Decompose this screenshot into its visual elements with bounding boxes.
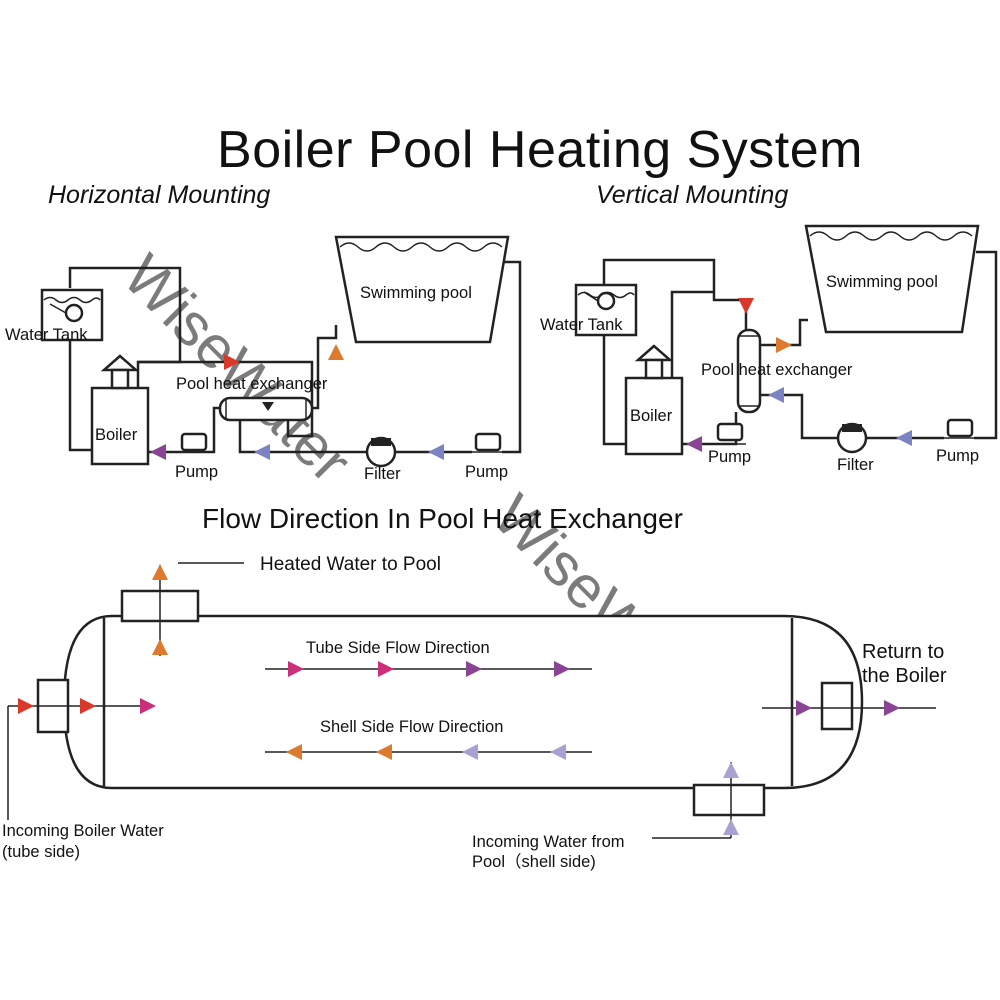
flow-direction-diagram: Heated Water to Pool Incoming Boiler Wat… [2, 554, 947, 871]
h-heat-exchanger [218, 396, 314, 422]
tube-side-arrow-1 [288, 661, 304, 677]
vertical-mounting-heading: Vertical Mounting [596, 181, 788, 209]
h-boiler-label: Boiler [95, 426, 138, 444]
tube-side-arrow-3 [466, 661, 482, 677]
v-arrow-boiler-return [686, 436, 702, 452]
h-water-tank-waves [43, 296, 101, 304]
h-heat-exchanger-label: Pool heat exchanger [176, 375, 328, 393]
h-swimming-pool [334, 235, 510, 344]
v-boiler-chimney-icon [634, 344, 674, 362]
pool-inlet-arrow-upper [723, 762, 739, 778]
flow-direction-heading: Flow Direction In Pool Heat Exchanger [202, 503, 683, 534]
return-to-boiler-label-line1: Return to [862, 641, 944, 663]
heated-water-arrow-lower [152, 639, 168, 655]
v-arrow-exchanger-to-pool [776, 337, 792, 353]
v-arrow-boiler-supply [738, 298, 754, 314]
return-to-boiler-nozzle [820, 681, 854, 731]
v-float-valve-icon [596, 291, 616, 311]
pool-water-inlet-nozzle [692, 783, 766, 817]
heat-exchanger-vessel [62, 614, 864, 790]
boiler-inlet-arrow-1 [18, 698, 34, 714]
boiler-inlet-arrow-3 [140, 698, 156, 714]
h-pipe-tank-down [68, 320, 92, 452]
h-pipe-heat-exchanger-to-pool [312, 325, 338, 410]
v-pump-left-label: Pump [708, 448, 751, 466]
h-water-tank-label: Water Tank [5, 326, 88, 344]
v-water-tank-label: Water Tank [540, 316, 623, 334]
v-float-valve-arm [583, 291, 599, 302]
h-pipe-exchanger-outlet [286, 408, 314, 438]
v-swimming-pool-label: Swimming pool [826, 273, 938, 291]
v-pipe-pool-return [974, 250, 998, 440]
v-filter-label: Filter [837, 456, 874, 474]
tube-side-arrow-4 [554, 661, 570, 677]
heated-water-arrow-upper [152, 564, 168, 580]
v-pump-right [946, 418, 974, 438]
v-heat-exchanger-label: Pool heat exchanger [701, 361, 853, 379]
pool-inlet-arrow-lower [723, 819, 739, 835]
v-filter-cap [842, 424, 862, 432]
v-swimming-pool [804, 224, 980, 334]
v-pipe-filter-to-exchanger [760, 393, 838, 440]
vertical-mounting-diagram: Water Tank Boiler Pump Pool heat exchang… [540, 224, 998, 474]
v-pool-water-waves [809, 231, 973, 241]
h-boiler-chimney-icon [100, 354, 140, 372]
v-arrow-pump-to-filter [896, 430, 912, 446]
incoming-pool-water-label-line2: Pool（shell side) [472, 852, 596, 871]
heated-water-label: Heated Water to Pool [260, 554, 441, 575]
h-pipe-pool-return [502, 260, 522, 454]
boiler-inlet-arrow-2 [80, 698, 96, 714]
tube-side-flow-label: Tube Side Flow Direction [306, 639, 490, 657]
shell-side-arrow-4 [550, 744, 566, 760]
shell-side-flow-label: Shell Side Flow Direction [320, 718, 503, 736]
h-float-valve-icon [64, 303, 84, 323]
h-boiler-chimney-stack [110, 368, 130, 390]
v-pump-right-label: Pump [936, 447, 979, 465]
h-arrow-to-pool [328, 344, 344, 360]
incoming-boiler-water-label-line2: (tube side) [2, 843, 80, 861]
v-arrow-shell-inlet [768, 387, 784, 403]
return-to-boiler-label-line2: the Boiler [862, 665, 947, 687]
h-pipe-tank-to-heat-exchanger [68, 266, 182, 390]
h-swimming-pool-label: Swimming pool [360, 284, 472, 302]
return-arrow-2 [884, 700, 900, 716]
return-arrow-1 [796, 700, 812, 716]
h-filter-cap [371, 438, 391, 446]
h-pump-right [474, 432, 502, 452]
v-pipe-tank-down [602, 325, 626, 446]
shell-side-arrow-2 [376, 744, 392, 760]
v-boiler-chimney-stack [644, 358, 664, 380]
h-arrow-boiler-supply [224, 354, 240, 370]
v-pump-left [716, 422, 744, 442]
h-arrow-exchanger-internal [262, 402, 274, 411]
h-arrow-exchanger-outlet [254, 444, 270, 460]
shell-side-arrow-1 [286, 744, 302, 760]
h-arrow-pump-to-filter [428, 444, 444, 460]
h-pipe-boiler-supply [138, 360, 314, 408]
h-arrow-boiler-return [150, 444, 166, 460]
incoming-pool-water-label-line1: Incoming Water from [472, 833, 625, 851]
h-filter-label: Filter [364, 465, 401, 483]
h-pump-right-label: Pump [465, 463, 508, 481]
tube-side-arrow-2 [378, 661, 394, 677]
page-title: Boiler Pool Heating System [217, 121, 863, 179]
h-pump-left [180, 432, 208, 452]
v-boiler [624, 376, 684, 456]
horizontal-mounting-diagram: Water Tank Boiler Pump Pool heat exchang… [5, 235, 522, 483]
v-pipe-boiler-supply [670, 290, 714, 378]
h-boiler [90, 386, 150, 466]
incoming-boiler-water-label-line1: Incoming Boiler Water [2, 822, 164, 840]
shell-side-arrow-3 [462, 744, 478, 760]
horizontal-mounting-heading: Horizontal Mounting [48, 181, 270, 209]
h-float-valve-arm [49, 303, 67, 314]
v-boiler-label: Boiler [630, 407, 673, 425]
h-pool-water-waves [339, 242, 503, 252]
h-pump-left-label: Pump [175, 463, 218, 481]
h-pipe-filter-to-heat-exchanger [238, 420, 366, 454]
v-heat-exchanger [736, 328, 762, 414]
